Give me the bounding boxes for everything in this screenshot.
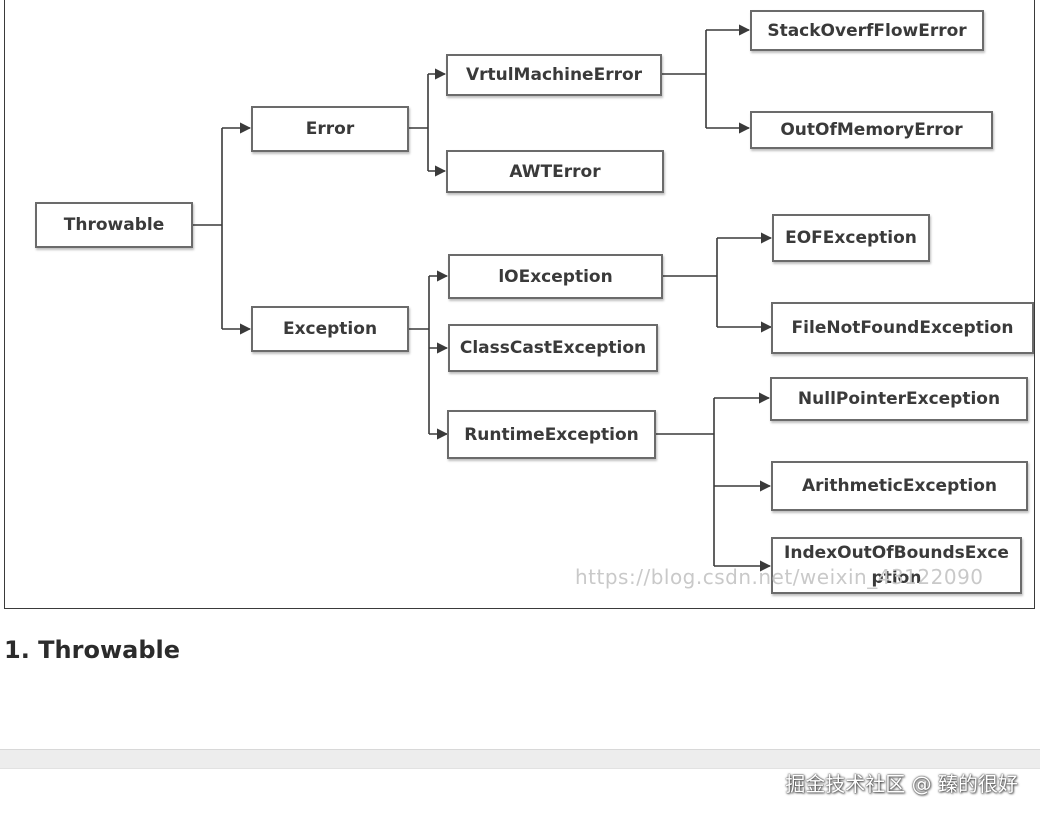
connector-vm-error-trunk: [662, 30, 707, 128]
connector-throwable-trunk: [193, 128, 223, 329]
node-awt-error: AWTError: [446, 150, 664, 193]
node-null-pointer-exception: NullPointerException: [770, 377, 1028, 421]
node-error: Error: [251, 106, 409, 152]
node-virtual-machine-error: VrtulMachineError: [446, 54, 662, 96]
node-file-not-found-exception: FileNotFoundException: [771, 302, 1034, 354]
node-runtime-exception: RuntimeException: [447, 410, 656, 459]
node-stack-overflow-error: StackOverfFlowError: [750, 10, 984, 51]
class-hierarchy-diagram: Throwable Error Exception VrtulMachineEr…: [4, 0, 1035, 609]
connector-runtime-exception-trunk: [656, 398, 715, 566]
connector-error-trunk: [409, 74, 429, 171]
section-heading: 1. Throwable: [4, 636, 181, 664]
node-throwable: Throwable: [35, 202, 193, 248]
node-arithmetic-exception: ArithmeticException: [771, 461, 1028, 511]
bottom-divider-bar: [0, 749, 1040, 769]
source-credit: 掘金技术社区 @ 臻的很好: [785, 772, 1018, 796]
node-exception: Exception: [251, 306, 409, 352]
node-out-of-memory-error: OutOfMemoryError: [750, 111, 993, 149]
node-class-cast-exception: ClassCastException: [448, 324, 658, 372]
connector-exception-trunk: [409, 276, 430, 434]
node-index-out-of-bounds-exception: IndexOutOfBoundsExce ption: [771, 537, 1022, 594]
connector-io-exception-trunk: [663, 238, 718, 327]
connector-lines: [193, 24, 773, 572]
node-eof-exception: EOFException: [772, 214, 930, 262]
node-io-exception: lOException: [448, 254, 663, 299]
watermark: https://blog.csdn.net/weixin_43122090: [575, 565, 984, 589]
